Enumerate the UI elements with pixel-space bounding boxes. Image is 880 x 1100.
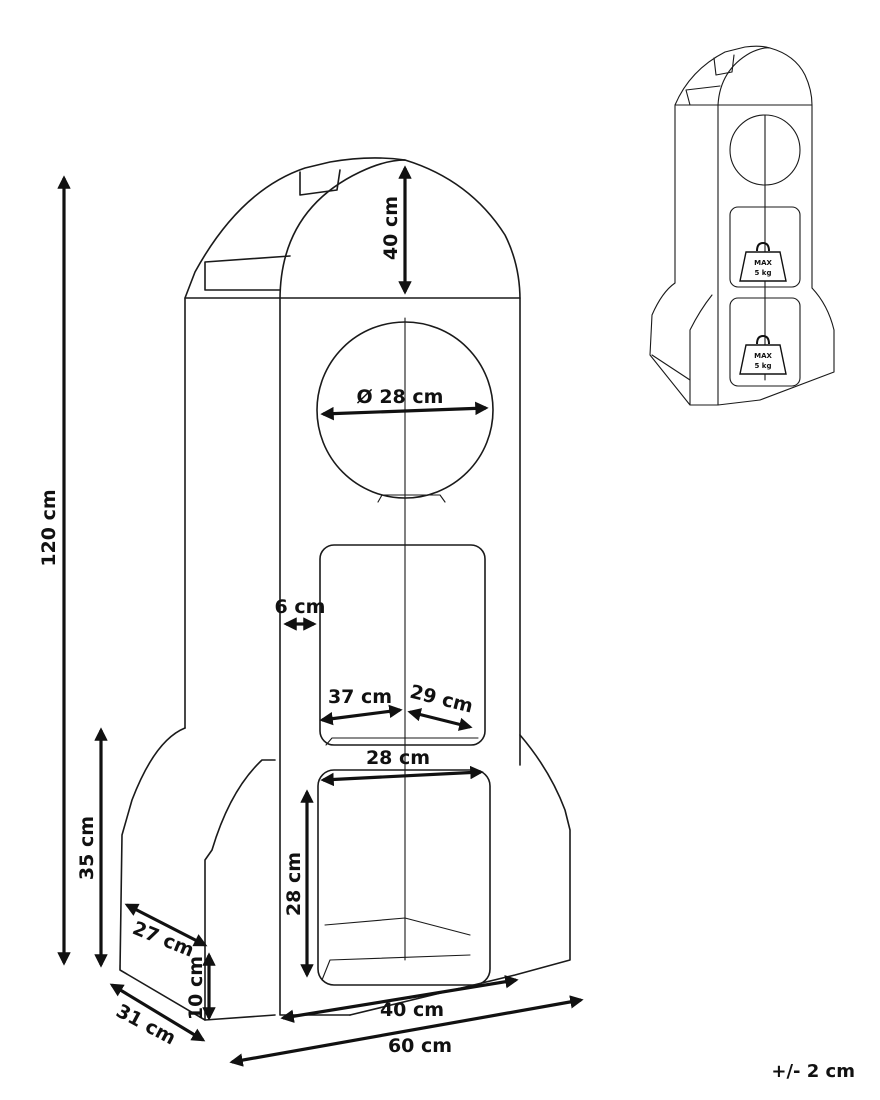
thumb-left-fin [649,282,719,406]
label-shelf-depth: 29 cm [408,681,476,718]
dim-opening-width [320,765,484,787]
dim-fin-depth [124,903,208,947]
porthole [316,321,494,499]
badge-2-weight: 5 kg [755,362,772,370]
thumb-slot [713,54,735,76]
weight-badge-1: MAX 5 kg [739,241,787,282]
badge-1-weight: 5 kg [755,269,772,277]
thumb-ledge [685,85,721,106]
label-body-width: 40 cm [380,999,444,1021]
left-fin-outer [119,727,276,1021]
badge-1-max: MAX [754,259,772,267]
rocket-drawing [119,157,571,1021]
dim-overall-width [229,995,584,1067]
dimension-labels: 120 cm 40 cm Ø 28 cm 6 cm 37 cm 29 cm 28… [38,196,475,1057]
label-porthole: Ø 28 cm [357,386,444,408]
middle-shelf-edge [325,737,479,746]
thumb-bottom-window [729,297,801,387]
left-fin-inner [204,759,276,1021]
label-opening-height: 28 cm [283,852,305,916]
label-fin-height: 35 cm [76,816,98,880]
label-side-depth: 31 cm [112,1000,179,1050]
front-panel [279,159,521,1016]
label-shelf-width: 37 cm [328,686,392,708]
thumb-back [674,45,771,284]
thumb-right-fin [759,287,835,401]
label-opening-width: 28 cm [366,747,430,769]
back-panel [184,157,406,729]
weight-badge-2: MAX 5 kg [739,334,787,375]
porthole-bottom [377,494,446,503]
bottom-floor [321,917,471,981]
thumb-porthole [729,114,801,186]
label-wall: 6 cm [275,596,326,618]
label-overall-width: 60 cm [388,1035,452,1057]
right-fin [349,734,571,1016]
label-nose-height: 40 cm [380,196,402,260]
middle-window [319,544,486,746]
label-total-height: 120 cm [38,489,60,566]
tolerance-note: +/- 2 cm [771,1061,855,1082]
dimension-lines [57,165,584,1067]
thumbnail-rocket: MAX 5 kg MAX 5 kg [649,45,835,406]
label-base-height: 10 cm [185,956,207,1020]
thumb-fin-floor [651,354,691,381]
top-slot [299,169,341,196]
dim-side-depth [109,983,206,1042]
thumb-middle-window [729,206,801,288]
dim-porthole [320,401,489,421]
badge-2-max: MAX [754,352,772,360]
inner-ledge [204,255,291,291]
dim-shelf-depth [407,708,473,731]
bottom-window [317,769,491,986]
dim-shelf-width [319,704,403,726]
